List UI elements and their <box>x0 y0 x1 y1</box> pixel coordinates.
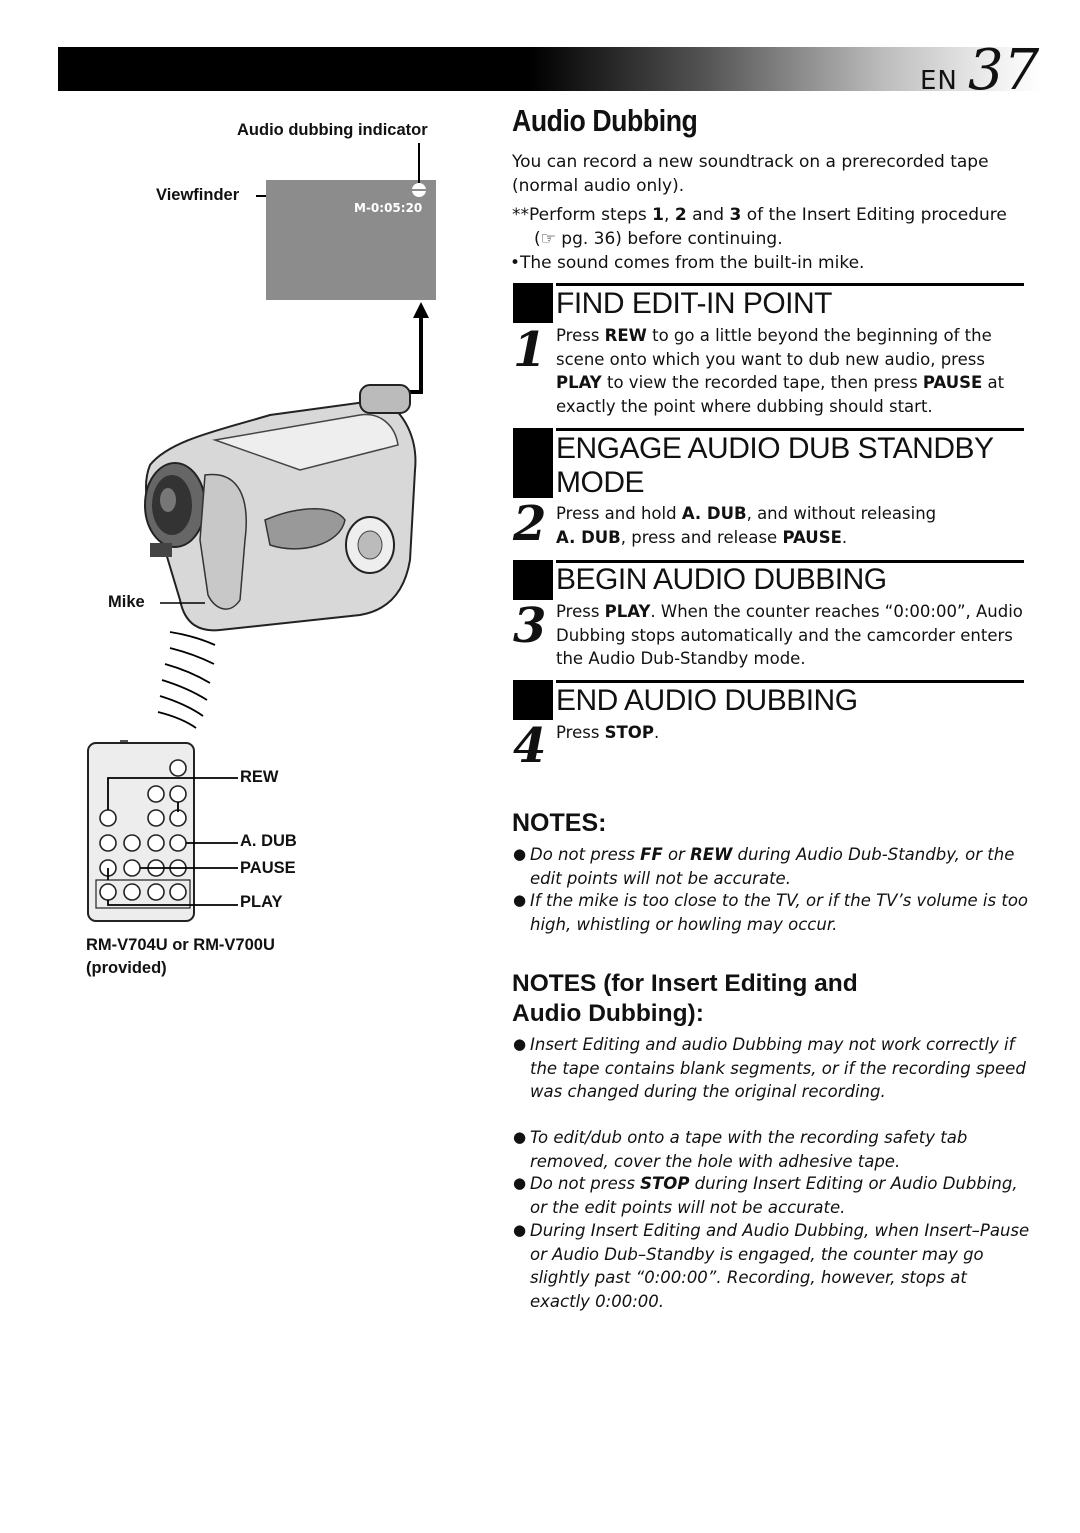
audio-dub-indicator-icon <box>412 183 426 197</box>
page-reference: (☞ pg. 36) before continuing. <box>534 229 783 249</box>
step-4-bar <box>513 680 553 720</box>
note-item: ● If the mike is too close to the TV, or… <box>513 891 1029 934</box>
bullet-icon: ● <box>513 1174 527 1192</box>
header-bar <box>58 47 1042 91</box>
step-1-number: 1 <box>513 322 547 378</box>
notes-heading: NOTES: <box>512 809 607 837</box>
bullet-icon: ● <box>513 1221 527 1239</box>
page-language: EN <box>920 66 958 96</box>
section-title: Audio Dubbing <box>512 103 698 138</box>
step-2-bar <box>513 428 553 498</box>
rew-label: REW <box>240 768 279 786</box>
note-item: ●To edit/dub onto a tape with the record… <box>513 1128 968 1171</box>
remote-caption: RM-V704U or RM-V700U(provided) <box>86 936 275 977</box>
step-3-title: BEGIN AUDIO DUBBING <box>556 563 887 596</box>
play-label: PLAY <box>240 893 283 911</box>
camcorder-remote-illustration <box>87 143 429 922</box>
prerequisite-note: **Perform steps 1, 2 and 3 of the Insert… <box>512 205 1007 249</box>
bullet-icon: ● <box>513 1035 527 1053</box>
arrow-head-icon <box>413 302 429 318</box>
camcorder-icon <box>144 384 417 632</box>
step-3-rule <box>556 560 1024 563</box>
note-item: ● Do not press STOP during Insert Editin… <box>513 1174 1018 1217</box>
signal-waves-icon <box>157 631 216 729</box>
step-2-number: 2 <box>513 496 547 552</box>
step-3-body: Press PLAY. When the counter reaches “0:… <box>556 602 1023 668</box>
note-item: ●During Insert Editing and Audio Dubbing… <box>513 1221 1030 1311</box>
mike-note: •The sound comes from the built-in mike. <box>510 253 865 273</box>
step-1-body: Press REW to go a little beyond the begi… <box>556 326 1005 416</box>
step-1-bar <box>513 283 553 323</box>
viewfinder-arrow <box>388 312 423 394</box>
step-2-body: Press and hold A. DUB, and without relea… <box>556 504 937 547</box>
step-3-bar <box>513 560 553 600</box>
viewfinder-label: Viewfinder <box>156 186 240 204</box>
step-1-title: FIND EDIT-IN POINT <box>556 287 833 320</box>
step-3-number: 3 <box>513 598 547 654</box>
remote-control-icon <box>87 740 195 922</box>
viewfinder-counter: M-0:05:20 <box>354 201 423 215</box>
bullet-icon: ● <box>513 845 527 863</box>
pause-label: PAUSE <box>240 859 296 877</box>
step-4-number: 4 <box>513 718 547 774</box>
a-dub-label: A. DUB <box>240 832 297 850</box>
bullet-icon: ● <box>513 891 527 909</box>
audio-dubbing-indicator-label: Audio dubbing indicator <box>237 121 428 139</box>
step-1-rule <box>556 283 1024 286</box>
page-number: 37 <box>968 38 1040 103</box>
step-4-body: Press STOP. <box>556 723 660 742</box>
remote-leader-lines <box>107 777 238 906</box>
intro-text: You can record a new soundtrack on a pre… <box>512 152 989 196</box>
note-item: ●Insert Editing and audio Dubbing may no… <box>513 1035 1026 1101</box>
mike-label: Mike <box>108 593 145 611</box>
note-item: ● Do not press FF or REW during Audio Du… <box>513 845 1015 888</box>
step-2-rule <box>556 428 1024 431</box>
bullet-icon: ● <box>513 1128 527 1146</box>
step-4-rule <box>556 680 1024 683</box>
viewfinder-screen <box>266 180 436 300</box>
step-4-title: END AUDIO DUBBING <box>556 684 858 717</box>
